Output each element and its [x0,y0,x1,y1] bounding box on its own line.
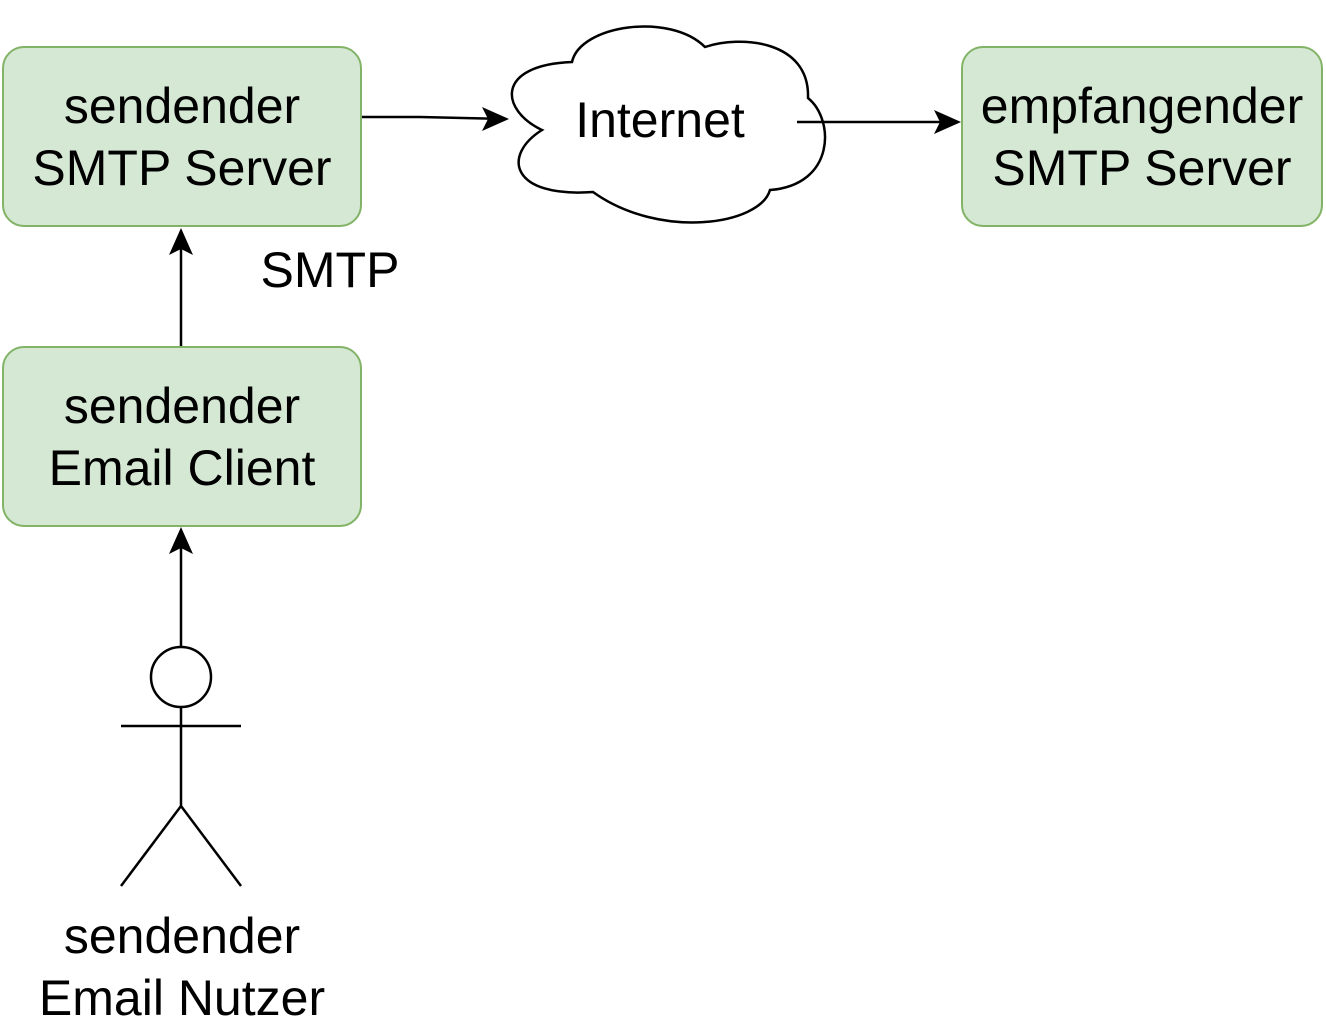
arrowhead-server-to-internet [482,107,509,131]
sender-email-client-label-line2: Email Client [48,439,316,496]
receiver-smtp-server-node[interactable]: empfangender SMTP Server [961,46,1323,227]
smtp-edge-label: SMTP [260,242,400,298]
sender-smtp-server-label-line1: sendender [63,77,301,134]
arrowhead-client-to-server [169,228,193,255]
edge-server-to-internet [362,115,507,121]
sender-smtp-server-node[interactable]: sendender SMTP Server [2,46,362,227]
user-actor-icon [120,645,242,887]
arrowhead-user-to-client [169,527,193,554]
sender-email-user-label: sendender Email Nutzer [0,905,364,1029]
arrowhead-internet-to-receiver [934,110,961,134]
sender-email-client-node[interactable]: sendender Email Client [2,346,362,527]
receiver-smtp-server-label-line2: SMTP Server [992,139,1292,196]
sender-email-client-label-line1: sendender [63,377,301,434]
internet-label: Internet [575,92,745,148]
sender-email-user-label-line1: sendender [63,908,301,964]
internet-cloud-shape [510,25,827,224]
sender-smtp-server-label-line2: SMTP Server [32,139,332,196]
receiver-smtp-server-label-line1: empfangender [980,77,1304,134]
sender-email-user-label-line2: Email Nutzer [38,970,326,1026]
